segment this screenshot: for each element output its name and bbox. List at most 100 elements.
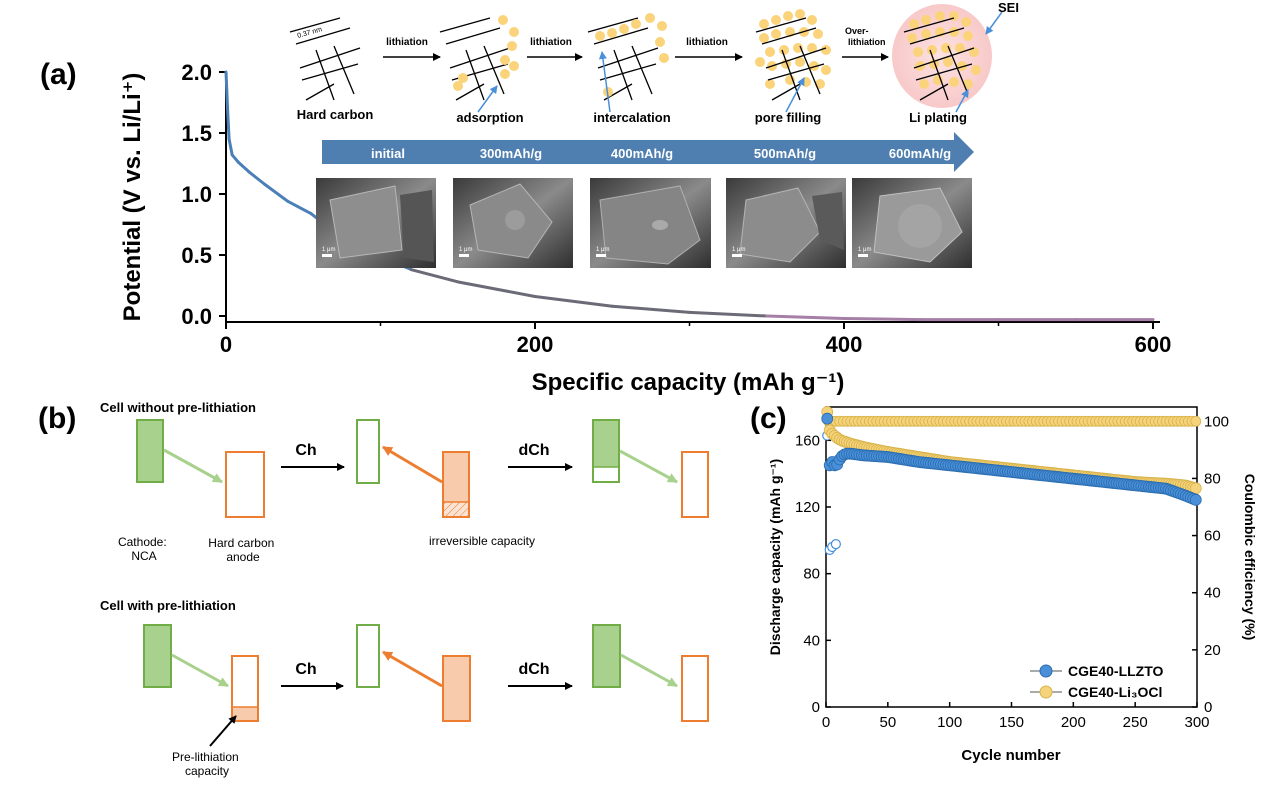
curve-segment	[610, 304, 691, 314]
prelithiation-label-line-1: Pre-lithiation	[172, 750, 239, 764]
curve-segment	[224, 70, 230, 111]
panel-b: (b) Cell without pre-lithiation Ch dCh C…	[38, 400, 709, 778]
sem-image-500: 1 μm	[726, 178, 846, 268]
curve-segment	[263, 182, 290, 203]
lithiation-label-3: lithiation	[686, 37, 728, 48]
y-tick-label: 40	[803, 632, 820, 649]
sem-image-initial: 1 μm	[316, 178, 436, 268]
legend-marker-llzto	[1039, 664, 1053, 678]
irreversible-capacity-label: irreversible capacity	[429, 534, 535, 548]
y-tick-label: 1.0	[181, 182, 212, 207]
curve-segment	[227, 137, 234, 157]
anode-label-line-1: Hard carbon	[208, 536, 274, 550]
capacity-point	[821, 412, 834, 425]
x-tick-label: 200	[517, 332, 554, 357]
dch-label-2: dCh	[518, 661, 549, 678]
panel-a-ylabel: Potential (V vs. Li/Li⁺)	[119, 73, 146, 322]
discharge-arrow-4	[620, 653, 678, 688]
stage-label-2: adsorption	[456, 110, 523, 125]
x-tick-label: 400	[826, 332, 863, 357]
x-tick-label: 50	[879, 714, 896, 731]
y-tick-label: 1.5	[181, 121, 212, 146]
y2-tick-label: 100	[1204, 413, 1229, 430]
curve-segment	[230, 153, 240, 164]
x-tick-label: 300	[1184, 714, 1209, 731]
curve-segment	[688, 310, 769, 318]
progress-label-400: 400mAh/g	[611, 146, 673, 161]
cathode-empty	[356, 419, 380, 484]
y-tick-label: 2.0	[181, 60, 212, 85]
x-tick-label: 250	[1123, 714, 1148, 731]
y-tick-label: 160	[795, 432, 820, 449]
anode-label: Hard carbon anode	[208, 536, 277, 564]
scale-bar-label-1: 1 μm	[322, 247, 335, 253]
legend-label-llzto: CGE40-LLZTO	[1068, 663, 1164, 679]
charge-arrow-1	[382, 445, 443, 484]
panel-c-legend: CGE40-LLZTO CGE40-Li₃OCl	[1030, 663, 1164, 700]
schematic: 0.37 nm Hard carbon lithiation lithiatio…	[289, 0, 1019, 125]
stage-label-4: pore filling	[755, 110, 822, 125]
curve-segment	[286, 199, 313, 216]
cathode-empty-2	[356, 624, 380, 688]
panel-b-label: (b)	[38, 402, 76, 435]
over-lithiation-label: Over- lithiation	[845, 26, 886, 47]
scale-bar-label-5: 1 μm	[858, 247, 871, 253]
panel-a-label: (a)	[40, 58, 77, 91]
panel-c-y2label: Coulombic efficiency (%)	[1242, 474, 1258, 640]
x-tick-label: 200	[1061, 714, 1086, 731]
progress-arrow	[322, 132, 974, 172]
dch-label-1: dCh	[518, 442, 549, 459]
anode-empty	[225, 451, 265, 518]
curve-segment	[236, 160, 251, 174]
efficiency-point	[1190, 415, 1202, 427]
progress-label-300: 300mAh/g	[480, 146, 542, 161]
scale-bar-label-4: 1 μm	[732, 247, 745, 253]
anode-empty-2	[681, 451, 709, 518]
y2-tick-label: 40	[1204, 585, 1221, 602]
spacing-label: 0.37 nm	[297, 26, 323, 40]
lithiation-label-1: lithiation	[386, 37, 428, 48]
y2-tick-label: 60	[1204, 528, 1221, 545]
x-tick-label: 0	[220, 332, 232, 357]
lithiation-label-2: lithiation	[530, 37, 572, 48]
sem-image-600: 1 μm	[852, 178, 972, 268]
sem-image-300: 1 μm	[453, 178, 573, 268]
efficiency-point	[830, 539, 841, 550]
discharge-arrow-2	[619, 449, 678, 484]
curve-segment	[247, 170, 267, 186]
capacity-point	[1189, 493, 1202, 506]
progress-label-600: 600mAh/g	[889, 146, 951, 161]
x-tick-label: 0	[822, 714, 830, 731]
cathode-label-line-1: Cathode:	[118, 535, 167, 549]
without-prelithiation-title: Cell without pre-lithiation	[100, 400, 256, 415]
intercalation-pointer	[598, 51, 611, 113]
irreversible-region	[444, 502, 468, 516]
cathode-label: Cathode: NCA	[118, 535, 170, 563]
y-tick-label: 120	[795, 499, 820, 516]
progress-label-500: 500mAh/g	[754, 146, 816, 161]
y-tick-label: 0.0	[181, 304, 212, 329]
anode-full	[442, 655, 471, 722]
y2-tick-label: 80	[1204, 470, 1221, 487]
panel-a-xlabel: Specific capacity (mAh g⁻¹)	[532, 369, 845, 396]
panel-c-plot	[821, 406, 1202, 555]
y-tick-label: 0.5	[181, 243, 212, 268]
discharge-arrow-1	[163, 448, 223, 484]
x-tick-label: 100	[937, 714, 962, 731]
ch-label-1: Ch	[295, 442, 316, 459]
y2-tick-label: 0	[1204, 699, 1212, 716]
stage-label-5: Li plating	[909, 110, 967, 125]
ch-label-2: Ch	[295, 661, 316, 678]
curve-segment	[456, 280, 537, 298]
scale-bar-label-2: 1 μm	[459, 247, 472, 253]
charge-arrow-2	[382, 650, 443, 688]
scale-bar-label-3: 1 μm	[596, 247, 609, 253]
x-tick-label: 150	[999, 714, 1024, 731]
stage-hard-carbon	[289, 17, 361, 101]
panel-c-xlabel: Cycle number	[961, 747, 1060, 764]
with-prelithiation-title: Cell with pre-lithiation	[100, 598, 236, 613]
